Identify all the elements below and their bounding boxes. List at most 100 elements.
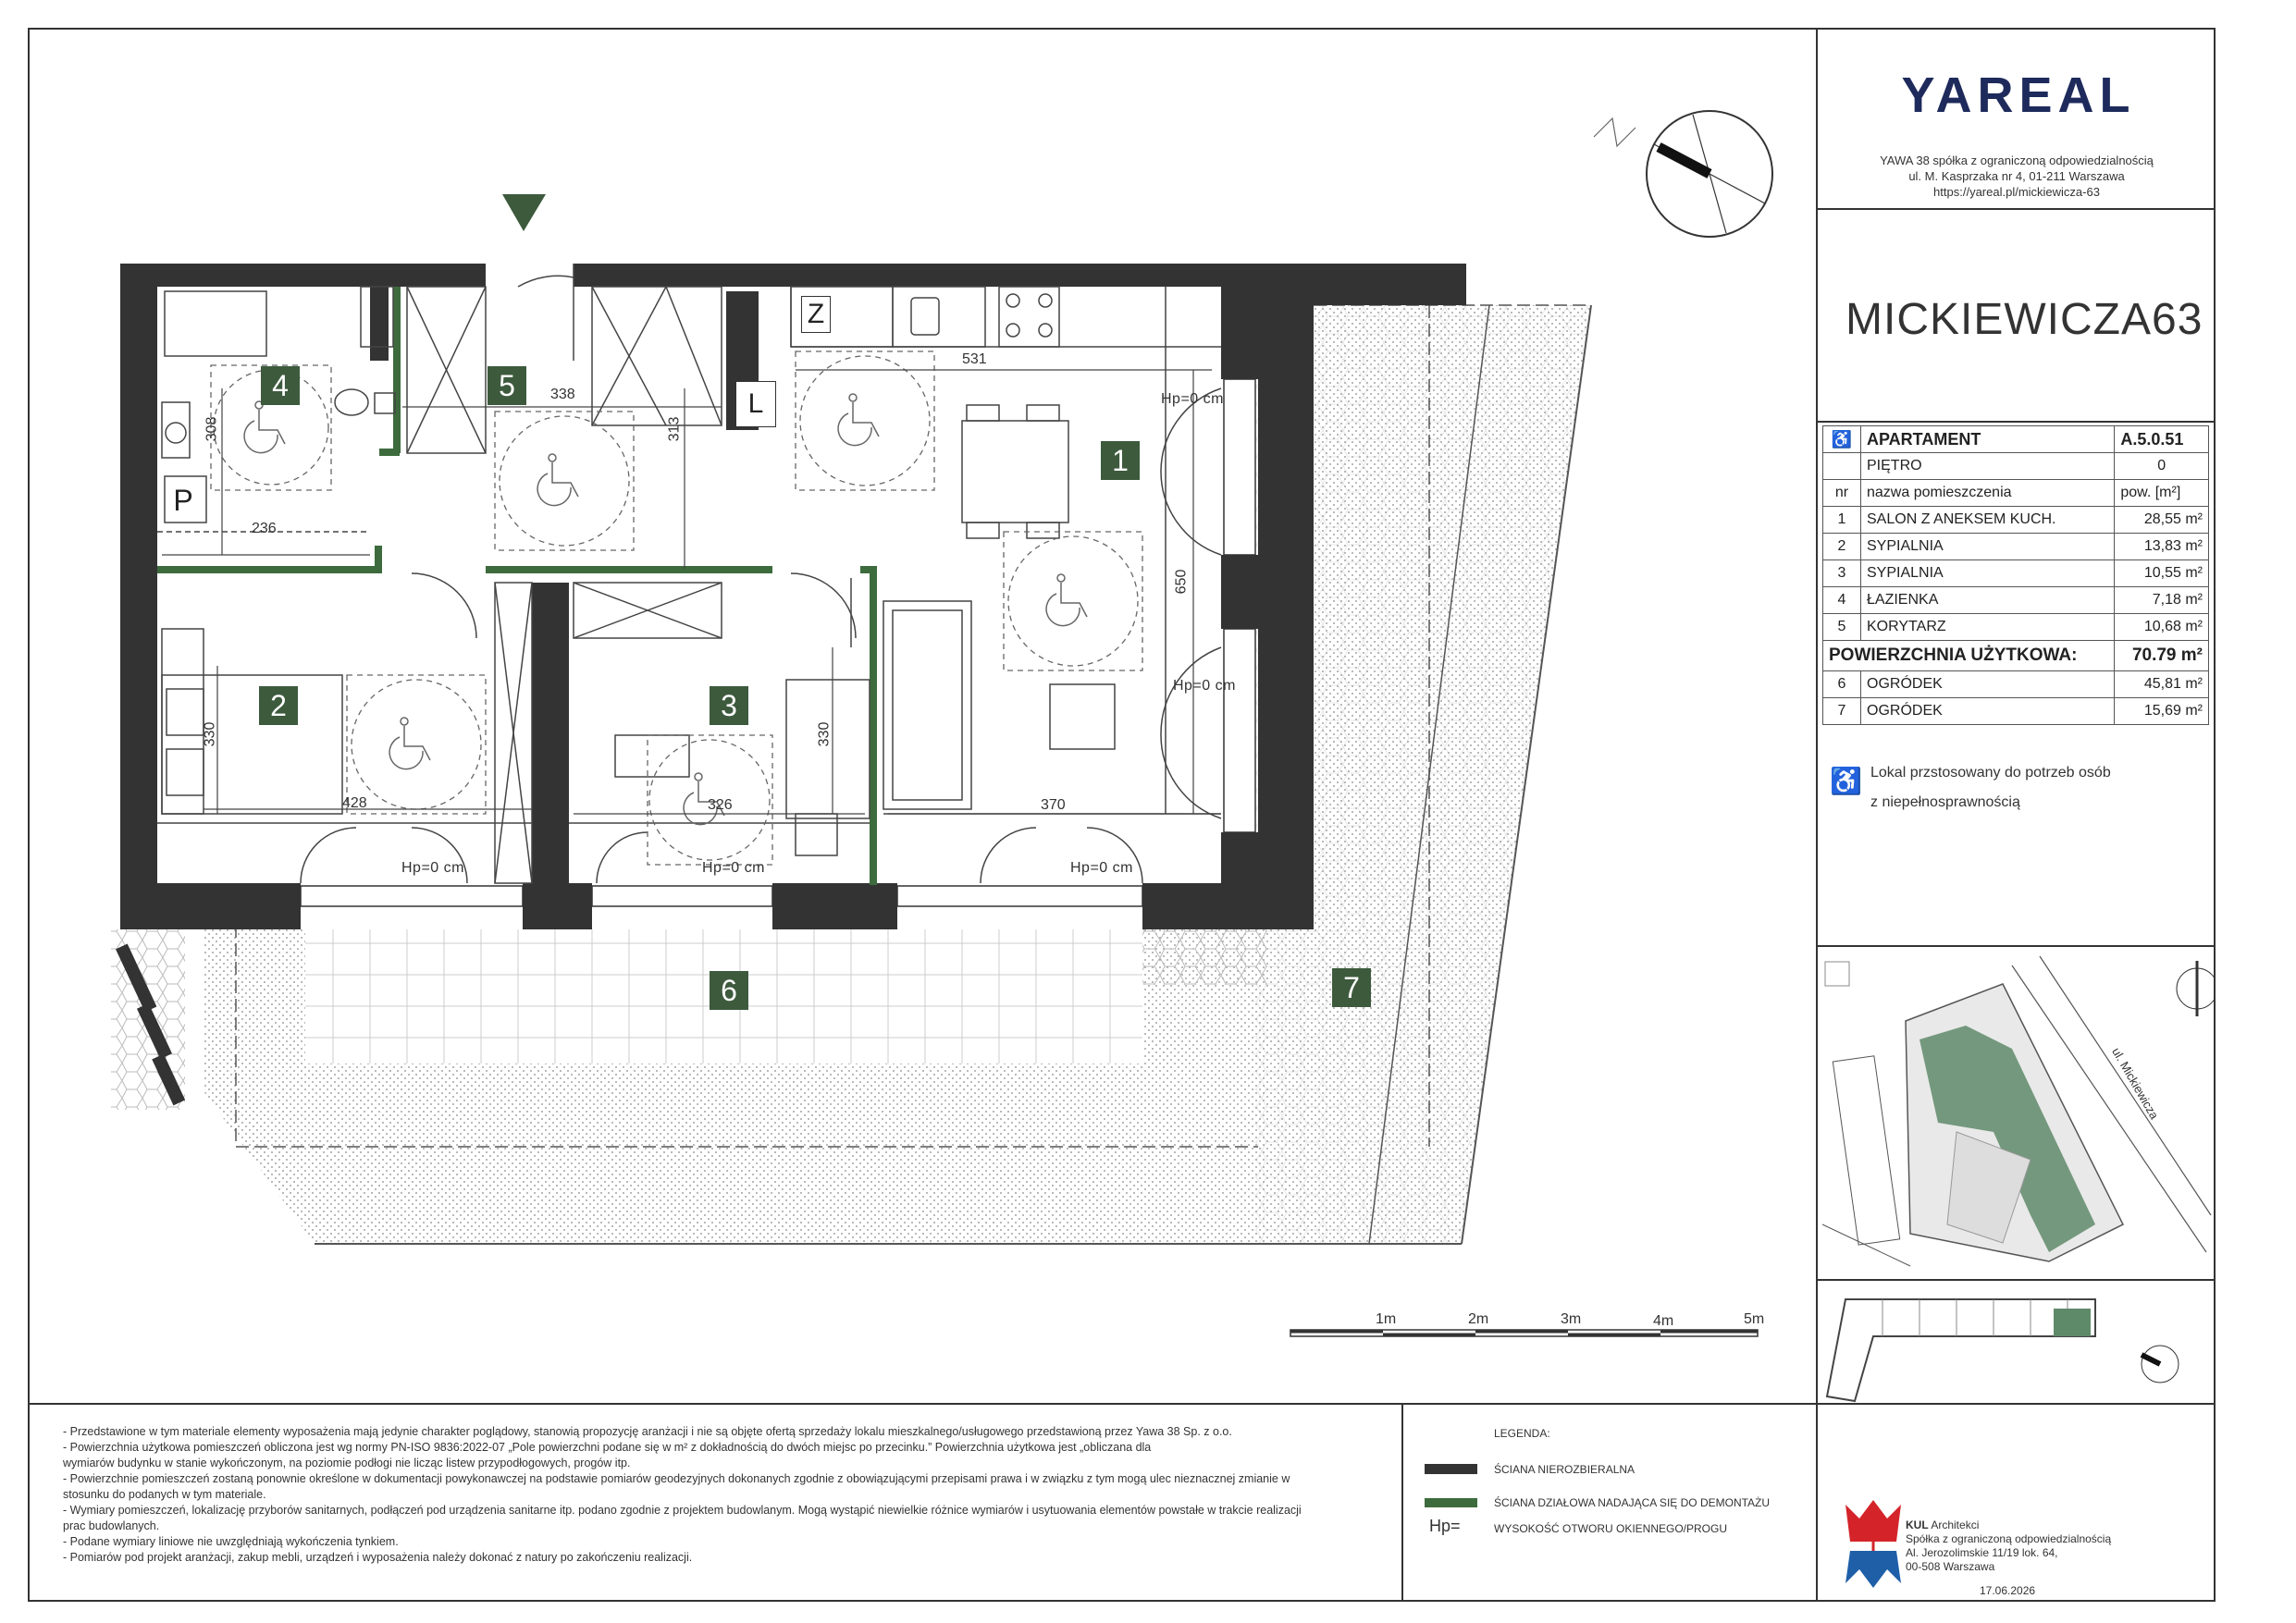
note-line: prac budowlanych. — [63, 1519, 160, 1532]
paving-right — [1142, 929, 1267, 985]
turning-circles — [210, 350, 1143, 866]
building-key-plan — [1818, 1279, 2214, 1405]
site-map-drawing — [1821, 955, 2218, 1267]
total-value: 70.79 m² — [2114, 640, 2209, 671]
dimension-label: 370 — [1041, 797, 1066, 813]
legend-swatch-partition — [1425, 1498, 1477, 1507]
apartment-label: APARTAMENT — [1859, 425, 2116, 453]
project-name: MICKIEWICZA63 — [1845, 295, 2203, 344]
note-line: stosunku do podanych w tym materiale. — [63, 1488, 266, 1501]
accessibility-icon: ♿ — [1830, 767, 1862, 795]
legend-item: ŚCIANA NIEROZBIERALNA — [1494, 1463, 1636, 1476]
room-number-7: 7 — [1332, 968, 1371, 1007]
divider — [28, 1403, 2216, 1405]
partition-walls — [157, 287, 877, 885]
bearing-walls — [120, 264, 1466, 929]
info-panel — [1816, 28, 2216, 1403]
room-number-1: 1 — [1101, 441, 1140, 480]
dimension-label: 330 — [816, 721, 833, 747]
total-label: POWIERZCHNIA UŻYTKOWA: — [1821, 640, 2116, 671]
hp-label: Hp=0 cm — [1070, 860, 1133, 876]
divider — [1816, 421, 2216, 423]
hp-label: Hp=0 cm — [1173, 678, 1236, 694]
architect-line: 00-508 Warszawa — [1906, 1560, 1995, 1573]
note-line: - Powierzchnia użytkowa pomieszczeń obli… — [63, 1441, 1152, 1454]
company-line: ul. M. Kasprzaka nr 4, 01-211 Warszawa — [1908, 169, 2125, 183]
room-number-3: 3 — [710, 686, 748, 725]
dimension-label: 326 — [708, 797, 733, 813]
scale-label: 3m — [1561, 1311, 1582, 1327]
apartment-code: A.5.0.51 — [2114, 425, 2209, 453]
note-line: - Pomiarów pod projekt aranżacji, zakup … — [63, 1551, 693, 1564]
floor-label: PIĘTRO — [1859, 452, 2116, 480]
note-line: - Wymiary pomieszczeń, lokalizację przyb… — [63, 1504, 1302, 1517]
dimension-label: 313 — [666, 416, 683, 442]
room-number-2: 2 — [259, 686, 298, 725]
hp-label: Hp=0 cm — [1161, 391, 1224, 407]
divider — [1401, 1403, 1403, 1602]
note-line: - Powierzchnie pomieszczeń zostaną ponow… — [63, 1472, 1290, 1485]
floor-value: 0 — [2114, 452, 2209, 480]
room-number-6: 6 — [710, 971, 748, 1010]
architect-name: KUL — [1906, 1518, 1929, 1531]
total-row: POWIERZCHNIA UŻYTKOWA: 70.79 m² — [1821, 640, 2209, 671]
dimension-label: 338 — [550, 387, 575, 402]
brand-logo: YAREAL — [1901, 68, 2136, 123]
dimension-label: 650 — [1173, 569, 1190, 595]
issue-date: 17.06.2026 — [1980, 1584, 2036, 1597]
wheelchair-icons — [243, 393, 1088, 826]
room-number-4: 4 — [261, 366, 300, 405]
note-line: - Przedstawione w tym materiale elementy… — [63, 1425, 1232, 1438]
column-header: pow. [m²] — [2114, 479, 2209, 507]
divider — [1816, 208, 2216, 210]
disclaimer-notes: - Przedstawione w tym materiale elementy… — [63, 1424, 1376, 1566]
scale-bar — [1290, 1329, 1759, 1337]
table-row: nr nazwa pomieszczenia pow. [m²] — [1822, 479, 2209, 507]
site-map: ul. Mickiewicza — [1818, 945, 2218, 1280]
column-header: nr — [1822, 479, 1861, 507]
legend-title: LEGENDA: — [1494, 1427, 1550, 1440]
room-number-5: 5 — [488, 366, 526, 405]
architect-line: Spółka z ograniczoną odpowiedzialnością — [1906, 1532, 2112, 1545]
scale-label: 1m — [1376, 1311, 1397, 1327]
table-row: ♿ APARTAMENT A.5.0.51 — [1822, 425, 2209, 453]
dimension-label: 531 — [962, 351, 987, 367]
scale-label: 2m — [1468, 1311, 1489, 1327]
note-line: wymiarów budynku w stanie wykończonym, n… — [63, 1457, 631, 1469]
fridge-label: Z — [801, 296, 831, 333]
wardrobe-l-label: L — [735, 381, 776, 427]
architect-logo — [1845, 1500, 1901, 1588]
architect-name-rest: Architekci — [1928, 1518, 1980, 1531]
dimension-label: 428 — [342, 795, 367, 811]
dimension-label: 308 — [204, 416, 220, 442]
hp-label: Hp=0 cm — [702, 860, 765, 876]
legend-item: ŚCIANA DZIAŁOWA NADAJĄCA SIĘ DO DEMONTAŻ… — [1494, 1496, 1771, 1509]
legend-swatch-bearing — [1425, 1464, 1477, 1474]
entry-arrow-icon — [502, 194, 546, 231]
dimension-label: 330 — [202, 721, 218, 747]
note-line: z niepełnosprawnością — [1870, 794, 2020, 810]
note-line: - Podane wymiary liniowe nie uwzględniaj… — [63, 1535, 399, 1548]
scale-label: 4m — [1653, 1313, 1674, 1329]
architect-info: KUL Architekci Spółka z ograniczoną odpo… — [1906, 1518, 2111, 1574]
table-row: PIĘTRO 0 — [1822, 452, 2209, 480]
wardrobe-p-label: P — [173, 484, 193, 517]
accessibility-note: Lokal przstosowany do potrzeb osób z nie… — [1870, 758, 2111, 818]
note-line: Lokal przstosowany do potrzeb osób — [1870, 765, 2111, 781]
company-line[interactable]: https://yareal.pl/mickiewicza-63 — [1933, 185, 2100, 199]
sheet-frame — [28, 28, 2216, 1602]
garden-7-hex — [1253, 305, 1591, 1244]
accessibility-icon: ♿ — [1822, 425, 1861, 453]
divider — [1816, 1403, 1818, 1602]
legend-item: WYSOKOŚĆ OTWORU OKIENNEGO/PROGU — [1494, 1522, 1728, 1535]
column-header: nazwa pomieszczenia — [1859, 479, 2116, 507]
company-line: YAWA 38 spółka z ograniczoną odpowiedzia… — [1880, 154, 2154, 167]
dimension-label: 236 — [252, 521, 277, 536]
legend-symbol: Hp= — [1429, 1517, 1461, 1535]
